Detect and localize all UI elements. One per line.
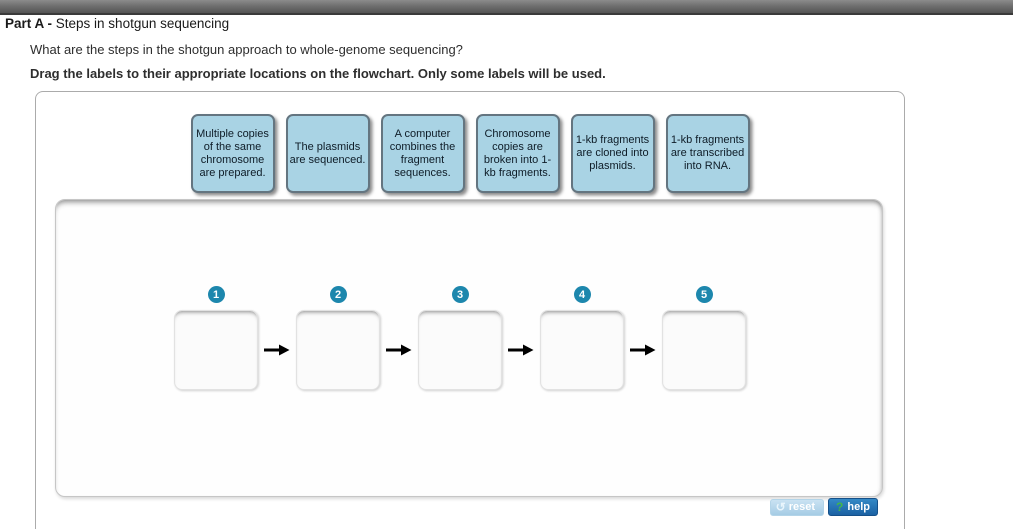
step-number-badge-2: 2 [329,286,347,303]
drag-label-multiple-copies[interactable]: Multiple copies of the same chromosome a… [190,114,275,193]
flow-step-5: 5 [662,286,746,390]
reset-button-label: reset [788,501,816,513]
help-button[interactable]: ? help [828,498,878,516]
question-text: What are the steps in the shotgun approa… [30,42,463,57]
drag-label-transcribed-into-rna[interactable]: 1-kb fragments are transcribed into RNA. [665,114,750,193]
part-title: Steps in shotgun sequencing [55,16,230,31]
flow-step-4: 4 [540,286,624,390]
drag-drop-activity-box: Multiple copies of the same chromosome a… [35,91,905,529]
undo-arrow-icon: ↺ [775,500,786,514]
help-button-label: help [847,501,870,513]
drop-target-4[interactable] [540,310,624,390]
step-number-badge-1: 1 [207,286,225,303]
flow-step-3: 3 [418,286,502,390]
drop-target-2[interactable] [296,310,380,390]
step-number-badge-4: 4 [573,286,591,303]
arrow-right-icon [380,344,418,356]
drag-label-cloned-into-plasmids[interactable]: 1-kb fragments are cloned into plasmids. [570,114,655,193]
arrow-right-icon [258,344,296,356]
step-number-badge-3: 3 [451,286,469,303]
drop-target-3[interactable] [418,310,502,390]
flow-step-1: 1 [174,286,258,390]
instruction-text: Drag the labels to their appropriate loc… [30,66,606,81]
drop-target-1[interactable] [174,310,258,390]
drag-label-computer-combines[interactable]: A computer combines the fragment sequenc… [380,114,465,193]
question-mark-icon: ? [836,500,844,514]
arrow-right-icon [502,344,540,356]
part-heading: Part A - Steps in shotgun sequencing [5,16,229,31]
label-bank: Multiple copies of the same chromosome a… [36,114,904,193]
flowchart-panel: 1 2 3 4 [55,199,883,497]
drag-label-plasmids-sequenced[interactable]: The plasmids are sequenced. [285,114,370,193]
window-top-bar [0,0,1013,15]
flow-step-2: 2 [296,286,380,390]
step-number-badge-5: 5 [695,286,713,303]
part-label: Part A - [5,16,53,31]
flowchart-row: 1 2 3 4 [174,286,746,390]
arrow-right-icon [624,344,662,356]
drag-label-chromosome-broken[interactable]: Chromosome copies are broken into 1-kb f… [475,114,560,193]
reset-button[interactable]: ↺ reset [769,498,825,516]
activity-button-row: ↺ reset ? help [769,498,878,516]
drop-target-5[interactable] [662,310,746,390]
